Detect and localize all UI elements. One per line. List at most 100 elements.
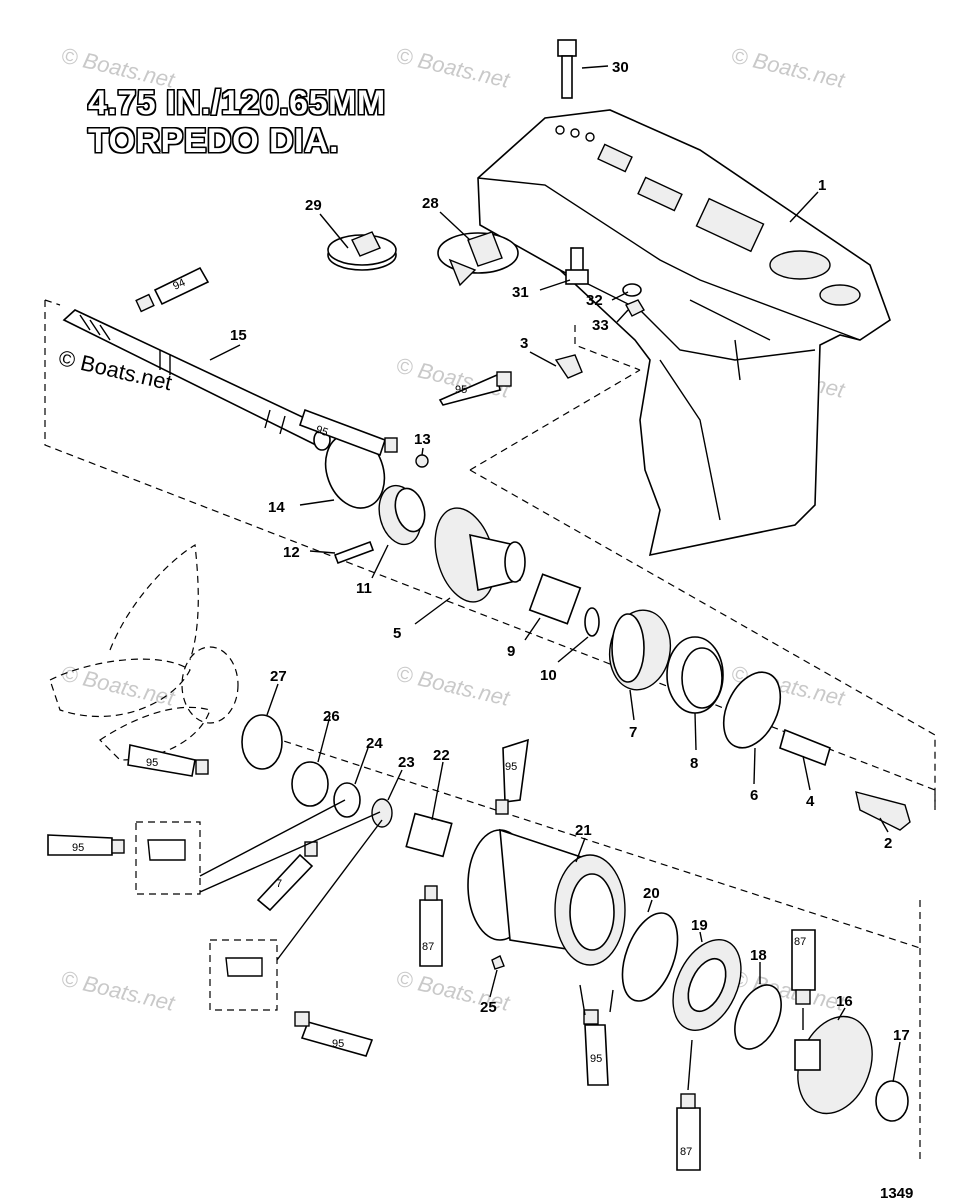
part-4 [779, 728, 831, 767]
tube-87-b: 87 [676, 1093, 701, 1171]
callout-32: 32 [586, 292, 603, 309]
title-line-2: TORPEDO DIA. [88, 122, 339, 160]
watermark-6: © Boats.net [59, 661, 178, 711]
gear-5 [434, 507, 526, 603]
tube-95-c: 95 [127, 744, 209, 777]
detail-box-1 [135, 821, 201, 895]
watermark-3: © Boats.net [729, 43, 848, 93]
watermark-2: © Boats.net [394, 43, 513, 93]
bolt-31 [565, 247, 589, 285]
part-17 [875, 1080, 909, 1122]
clutch-11 [378, 484, 426, 546]
callout-9: 9 [507, 643, 515, 660]
callout-6: 6 [750, 787, 758, 804]
tube-95e-label: 95 [332, 1038, 344, 1050]
nut-33 [625, 299, 645, 317]
sealant-tubes: 94 95 95 95 95 7 [47, 266, 816, 1171]
callout-28: 28 [422, 195, 439, 212]
tube-95f-label: 95 [505, 761, 517, 773]
title-line-1: 4.75 IN./120.65MM [88, 84, 386, 122]
washer-32 [622, 283, 642, 297]
tube-95b-label: 95 [314, 424, 330, 439]
callout-14: 14 [268, 499, 285, 516]
cup-8 [666, 636, 724, 714]
callout-8: 8 [690, 755, 698, 772]
bearing-carrier-21 [467, 828, 626, 966]
tube-87c-label: 87 [794, 936, 806, 948]
callout-12: 12 [283, 544, 300, 561]
seal-23 [371, 798, 393, 828]
callout-31: 31 [512, 284, 529, 301]
anode-29 [327, 231, 397, 271]
tube-95-e: 95 [294, 1011, 374, 1057]
callout-15: 15 [230, 327, 247, 344]
o-ring-6 [722, 671, 782, 749]
figure-number: 1349 [880, 1185, 913, 1200]
washer-24 [333, 782, 361, 818]
tube-95g-label: 95 [590, 1053, 602, 1065]
tube-87b-label: 87 [680, 1146, 692, 1158]
callout-16: 16 [836, 993, 853, 1010]
bearing-22 [405, 812, 453, 858]
callout-33: 33 [592, 317, 609, 334]
part-13 [415, 454, 429, 468]
callout-2: 2 [884, 835, 892, 852]
callout-21: 21 [575, 822, 592, 839]
propeller-outline [49, 544, 239, 761]
detail-box-2 [209, 939, 278, 1011]
callout-23: 23 [398, 754, 415, 771]
callout-17: 17 [893, 1027, 910, 1044]
trim-tab-28 [437, 231, 519, 287]
watermark-9: © Boats.net [59, 966, 178, 1016]
callout-26: 26 [323, 708, 340, 725]
callout-4: 4 [806, 793, 815, 810]
lock-26 [291, 761, 329, 807]
tube-95-a: 95 [438, 371, 512, 406]
part-25 [491, 955, 505, 970]
callout-27: 27 [270, 668, 287, 685]
callout-19: 19 [691, 917, 708, 934]
callout-numbers: 30 1 29 28 31 32 33 3 15 13 14 12 11 5 9… [230, 59, 910, 1044]
bearing-7 [608, 609, 672, 691]
callout-10: 10 [540, 667, 557, 684]
tube-95c-label: 95 [146, 757, 158, 769]
tube-87a-label: 87 [422, 941, 434, 953]
part-3 [554, 354, 583, 379]
ring-27 [241, 714, 283, 770]
leader-lines [199, 65, 901, 1091]
tube-95a-label: 95 [455, 384, 467, 396]
callout-20: 20 [643, 885, 660, 902]
part-2 [855, 791, 911, 831]
callout-3: 3 [520, 335, 528, 352]
ring-10 [584, 607, 600, 637]
tube-87-c: 87 [791, 929, 816, 1005]
tube-7-label: 7 [276, 878, 282, 890]
tube-7: 7 [256, 841, 318, 912]
tube-95-f: 95 [495, 738, 529, 815]
callout-13: 13 [414, 431, 431, 448]
gear-housing [477, 109, 891, 557]
callout-25: 25 [480, 999, 497, 1016]
callout-22: 22 [433, 747, 450, 764]
callout-11: 11 [356, 580, 372, 597]
gear-16 [794, 1015, 873, 1115]
tube-87-a: 87 [419, 885, 443, 967]
callout-1: 1 [818, 177, 826, 194]
callout-29: 29 [305, 197, 322, 214]
callout-7: 7 [629, 724, 637, 741]
washer-18 [734, 984, 782, 1050]
o-ring-20 [621, 912, 679, 1002]
tube-94-label: 94 [171, 277, 187, 293]
bolt-30 [557, 39, 577, 99]
bearing-9 [528, 573, 582, 625]
callout-24: 24 [366, 735, 383, 752]
callout-18: 18 [750, 947, 767, 964]
tube-94: 94 [135, 266, 210, 313]
tube-95-b: 95 [298, 408, 398, 457]
pin-12 [333, 540, 375, 565]
tube-95-g: 95 [583, 1009, 609, 1086]
tube-95-d: 95 [47, 834, 125, 856]
callout-30: 30 [612, 59, 629, 76]
